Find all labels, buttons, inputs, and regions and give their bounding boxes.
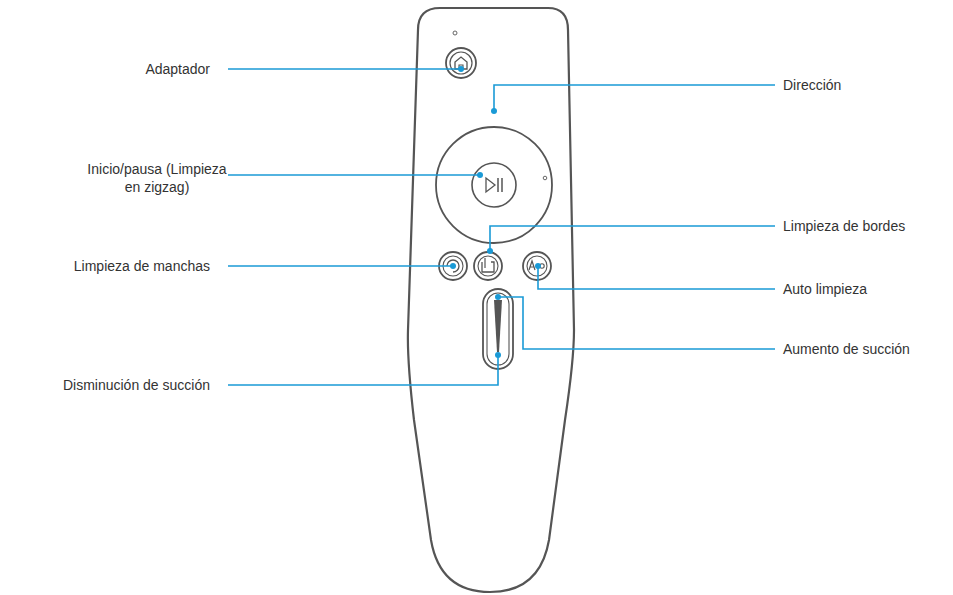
callout-label: Inicio/pausa (Limpieza en zigzag) <box>86 160 228 196</box>
leader-lines <box>228 69 775 385</box>
leader-dots <box>450 66 541 358</box>
edge-button <box>474 252 502 280</box>
callout-label: Adaptador <box>145 60 210 78</box>
auto-button <box>523 252 551 280</box>
callout-label: Limpieza de manchas <box>74 257 210 275</box>
callout-label: Limpieza de bordes <box>783 217 905 235</box>
dock-button <box>446 48 476 78</box>
suction-slider <box>483 289 513 369</box>
indicator-light <box>453 31 457 35</box>
callout-label: Auto limpieza <box>783 280 867 298</box>
callout-label: Aumento de succión <box>783 340 910 358</box>
callout-label: Dirección <box>783 76 841 94</box>
callout-label: Disminución de succión <box>63 376 210 394</box>
remote-housing <box>408 8 574 592</box>
